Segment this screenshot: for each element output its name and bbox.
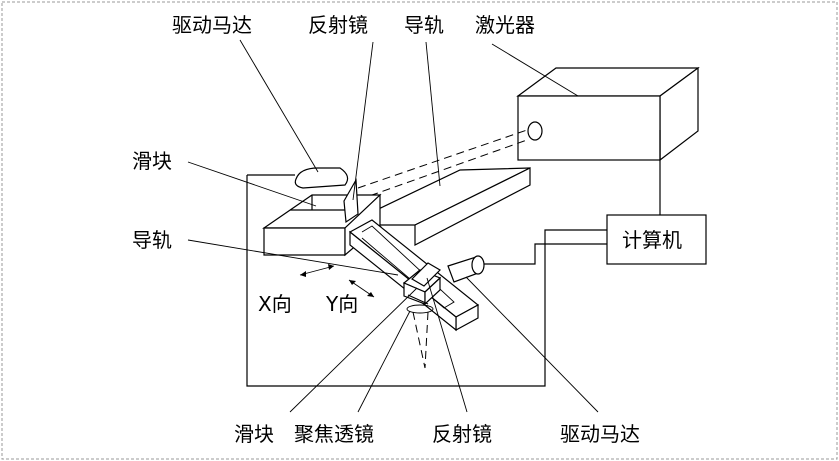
bottom-slider-head xyxy=(402,262,442,314)
leader-drive-motor-bottom xyxy=(465,276,599,413)
laser-beam-upper xyxy=(357,129,528,189)
label-guide-rail-top: 导轨 xyxy=(404,13,444,37)
x-direction-arrow xyxy=(299,264,335,277)
leader-guide-rail-left xyxy=(187,239,399,276)
label-laser: 激光器 xyxy=(475,13,535,37)
laser-box xyxy=(516,66,700,162)
label-mirror-top: 反射镜 xyxy=(308,13,368,37)
label-guide-rail-left: 导轨 xyxy=(132,228,172,252)
leader-slider-left xyxy=(187,161,317,207)
leader-guide-rail-top xyxy=(425,41,441,187)
y-direction-arrow xyxy=(348,279,375,298)
leader-laser xyxy=(491,43,579,97)
computer-box xyxy=(606,214,707,265)
label-y-direction: Y向 xyxy=(325,292,358,316)
label-drive-motor-top: 驱动马达 xyxy=(172,13,252,37)
leader-drive-motor-top xyxy=(239,39,319,173)
label-mirror-bottom: 反射镜 xyxy=(432,422,492,446)
leader-slider-bottom xyxy=(289,287,418,413)
work-table-outline xyxy=(246,175,607,387)
right-drive-motor xyxy=(447,255,485,283)
top-drive-motor xyxy=(294,167,349,189)
label-x-direction: X向 xyxy=(258,292,292,316)
leader-mirror-top xyxy=(352,41,374,201)
leader-mirror-bottom xyxy=(426,277,468,413)
focus-cone xyxy=(412,311,429,369)
label-slider-bottom: 滑块 xyxy=(234,422,274,446)
x-guide-rail xyxy=(344,167,531,246)
computer-motor-cable xyxy=(480,243,607,265)
label-slider-left: 滑块 xyxy=(132,149,172,173)
laser-beam-lower xyxy=(357,139,528,201)
y-guide-rail xyxy=(348,219,480,332)
label-computer: 计算机 xyxy=(622,228,682,252)
label-focus-lens: 聚焦透镜 xyxy=(294,422,374,446)
leader-focus-lens xyxy=(357,310,411,413)
top-reflector-mirror xyxy=(343,177,359,224)
label-drive-motor-bottom: 驱动马达 xyxy=(560,422,640,446)
